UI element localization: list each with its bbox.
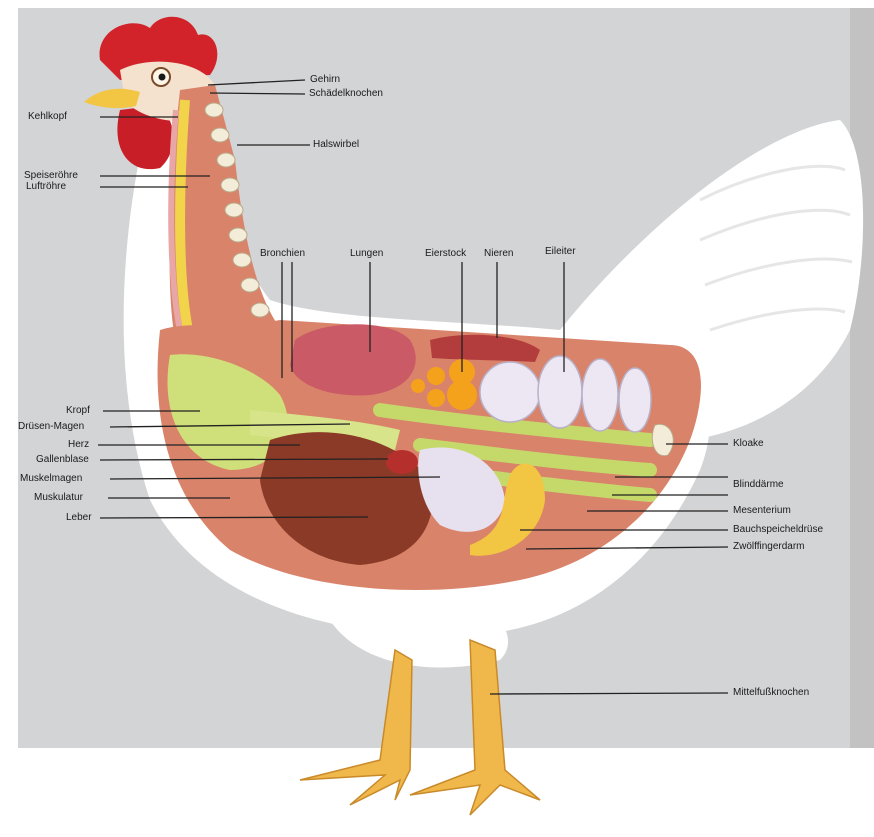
label-bronchien: Bronchien [260,248,305,260]
leader-zwoelffingerdarm [526,547,728,549]
label-herz: Herz [68,439,89,451]
leader-muskelmagen [110,477,440,479]
label-eierstock: Eierstock [425,248,466,260]
leader-schaedelknochen [210,93,305,94]
label-zwoelffingerdarm: Zwölffingerdarm [733,541,805,553]
leader-leber [100,517,368,518]
label-halswirbel: Halswirbel [313,139,359,151]
label-kloake: Kloake [733,438,764,450]
label-bauchspeicheldruese: Bauchspeicheldrüse [733,524,823,536]
label-kehlkopf: Kehlkopf [28,111,67,123]
label-leber: Leber [66,512,92,524]
label-muskulatur: Muskulatur [34,492,83,504]
label-schaedelknochen: Schädelknochen [309,88,383,100]
label-muskelmagen: Muskelmagen [20,473,82,485]
label-kropf: Kropf [66,405,90,417]
leader-gehirn [208,80,305,85]
label-lungen: Lungen [350,248,383,260]
leader-druesenmagen [110,424,350,427]
label-nieren: Nieren [484,248,513,260]
label-mesenterium: Mesenterium [733,505,791,517]
label-gallenblase: Gallenblase [36,454,89,466]
label-luftroehre: Luftröhre [26,181,66,193]
leader-mittelfussknochen [490,693,728,694]
label-blinddaerme: Blinddärme [733,479,784,491]
label-druesenmagen: Drüsen-Magen [18,421,84,433]
label-gehirn: Gehirn [310,74,340,86]
leader-gallenblase [100,459,388,460]
label-mittelfussknochen: Mittelfußknochen [733,687,809,699]
label-eileiter: Eileiter [545,246,576,258]
